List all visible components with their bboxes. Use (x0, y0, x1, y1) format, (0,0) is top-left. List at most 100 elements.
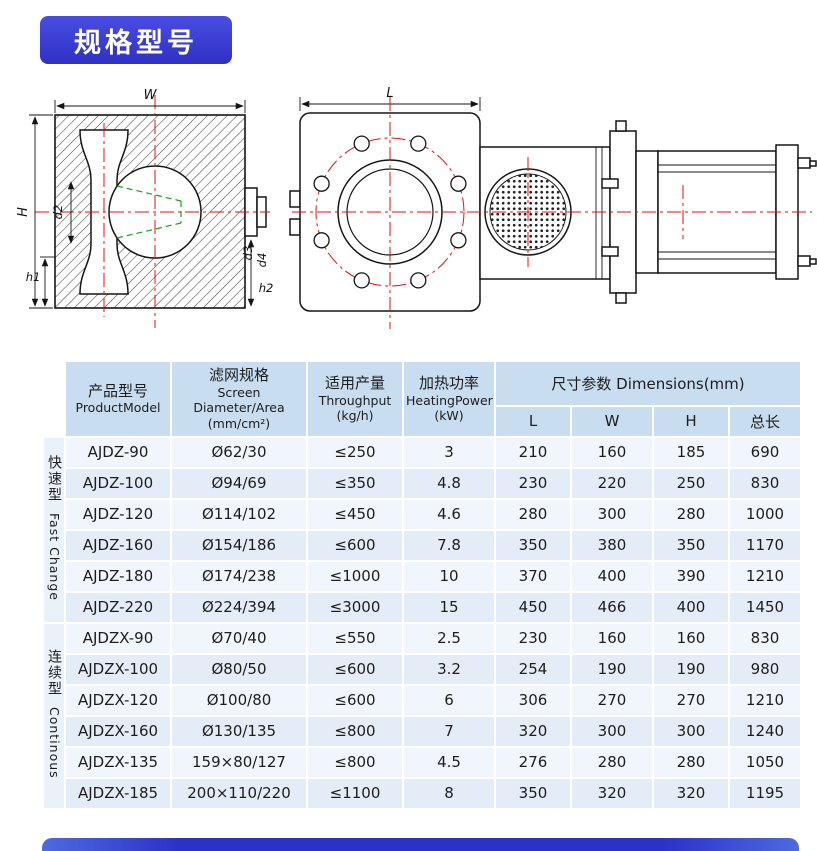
stud-bottom-nut (809, 258, 817, 265)
header-product-model-en: ProductModel (75, 400, 161, 416)
header-screen-spec: 滤网规格 Screen Diameter/Area (mm/cm²) (170, 360, 308, 438)
cell-w: 160 (570, 435, 654, 469)
cell-model: AJDZ-220 (64, 590, 172, 624)
cell-model: AJDZX-160 (64, 714, 172, 748)
header-throughput-zh: 适用产量 (324, 373, 385, 392)
cell-screen: Ø80/50 (170, 652, 308, 686)
cell-throughput: ≤1100 (306, 776, 404, 810)
cell-total: 1210 (728, 559, 802, 593)
header-screen-zh: 滤网规格 (208, 366, 269, 384)
cell-model: AJDZX-100 (64, 652, 172, 686)
cell-model: AJDZ-100 (64, 466, 172, 500)
header-power-en: HeatingPower (406, 392, 493, 408)
cell-h: 160 (652, 621, 730, 655)
plate-bolt-upper (601, 178, 619, 189)
cell-w: 300 (570, 497, 654, 531)
cell-w: 380 (570, 528, 654, 562)
cell-h: 190 (652, 652, 730, 686)
technical-drawings: W H d2 h1 h2 d3 d4 L (16, 86, 817, 329)
cell-screen: Ø70/40 (170, 621, 308, 655)
dim-label-h2: h2 (259, 281, 274, 295)
cell-screen: Ø94/69 (170, 466, 308, 500)
plate-bolt-top (615, 120, 627, 132)
spec-table-head: 产品型号 ProductModel 滤网规格 Screen Diameter/A… (43, 360, 802, 438)
header-dim-total: 总长 (728, 404, 802, 438)
header-throughput-en: Throughput (318, 392, 392, 408)
group-label: 快速型Fast Change (44, 455, 64, 601)
group-label: 连续型Continous (44, 649, 64, 779)
flange-tab-lower (289, 218, 301, 236)
dim-label-d3: d3 (241, 246, 255, 261)
header-row-1: 产品型号 ProductModel 滤网规格 Screen Diameter/A… (43, 360, 802, 438)
cell-w: 270 (570, 683, 654, 717)
cell-throughput: ≤450 (306, 497, 404, 531)
dim-label-h: H (16, 207, 31, 217)
cell-throughput: ≤600 (306, 652, 404, 686)
cell-h: 270 (652, 683, 730, 717)
dim-label-d2: d2 (51, 205, 65, 220)
cell-h: 280 (652, 497, 730, 531)
side-view-drawing: L (289, 86, 817, 329)
dim-label-l: L (386, 86, 393, 101)
cell-power: 15 (402, 590, 496, 624)
cell-w: 220 (570, 466, 654, 500)
cell-l: 276 (494, 745, 572, 779)
cell-power: 7.8 (402, 528, 496, 562)
cell-total: 690 (728, 435, 802, 469)
header-power-zh: 加热功率 (418, 373, 479, 392)
cell-l: 450 (494, 590, 572, 624)
cell-total: 1210 (728, 683, 802, 717)
cell-total: 980 (728, 652, 802, 686)
cell-w: 160 (570, 621, 654, 655)
cell-l: 254 (494, 652, 572, 686)
header-row-2: L W H 总长 (43, 404, 802, 438)
cell-model: AJDZX-90 (64, 621, 172, 655)
group-label-en: Continous (47, 706, 62, 779)
cell-power: 6 (402, 683, 496, 717)
dim-label-w: W (144, 88, 158, 103)
cell-l: 350 (494, 776, 572, 810)
cell-l: 306 (494, 683, 572, 717)
cell-total: 1195 (728, 776, 802, 810)
corner-cell (43, 361, 65, 437)
header-dimensions: 尺寸参数 Dimensions(mm) (494, 360, 802, 407)
spec-table: 产品型号 ProductModel 滤网规格 Screen Diameter/A… (42, 360, 802, 810)
cell-throughput: ≤3000 (306, 590, 404, 624)
cell-power: 4.6 (402, 497, 496, 531)
cell-h: 250 (652, 466, 730, 500)
cell-total: 830 (728, 621, 802, 655)
cell-h: 350 (652, 528, 730, 562)
dim-label-d4: d4 (255, 253, 269, 268)
cell-w: 320 (570, 776, 654, 810)
header-heating-power: 加热功率 HeatingPower (kW) (402, 360, 496, 438)
cell-l: 230 (494, 466, 572, 500)
stud-bottom (797, 255, 811, 267)
cell-screen: Ø224/394 (170, 590, 308, 624)
cell-model: AJDZ-120 (64, 497, 172, 531)
header-throughput: 适用产量 Throughput (kg/h) (306, 360, 404, 438)
page-title-badge: 规格型号 (40, 16, 232, 64)
cell-h: 400 (652, 590, 730, 624)
cell-power: 8 (402, 776, 496, 810)
cell-w: 300 (570, 714, 654, 748)
bolt-circle (315, 137, 465, 287)
cell-screen: Ø62/30 (170, 435, 308, 469)
cell-throughput: ≤800 (306, 714, 404, 748)
header-dim-l: L (494, 404, 572, 438)
cell-screen: Ø174/238 (170, 559, 308, 593)
cell-total: 1450 (728, 590, 802, 624)
cell-throughput: ≤250 (306, 435, 404, 469)
cell-w: 190 (570, 652, 654, 686)
plate-bolt-bottom (615, 292, 627, 304)
flange-tab-upper (289, 190, 301, 208)
cell-power: 3.2 (402, 652, 496, 686)
cell-total: 1170 (728, 528, 802, 562)
